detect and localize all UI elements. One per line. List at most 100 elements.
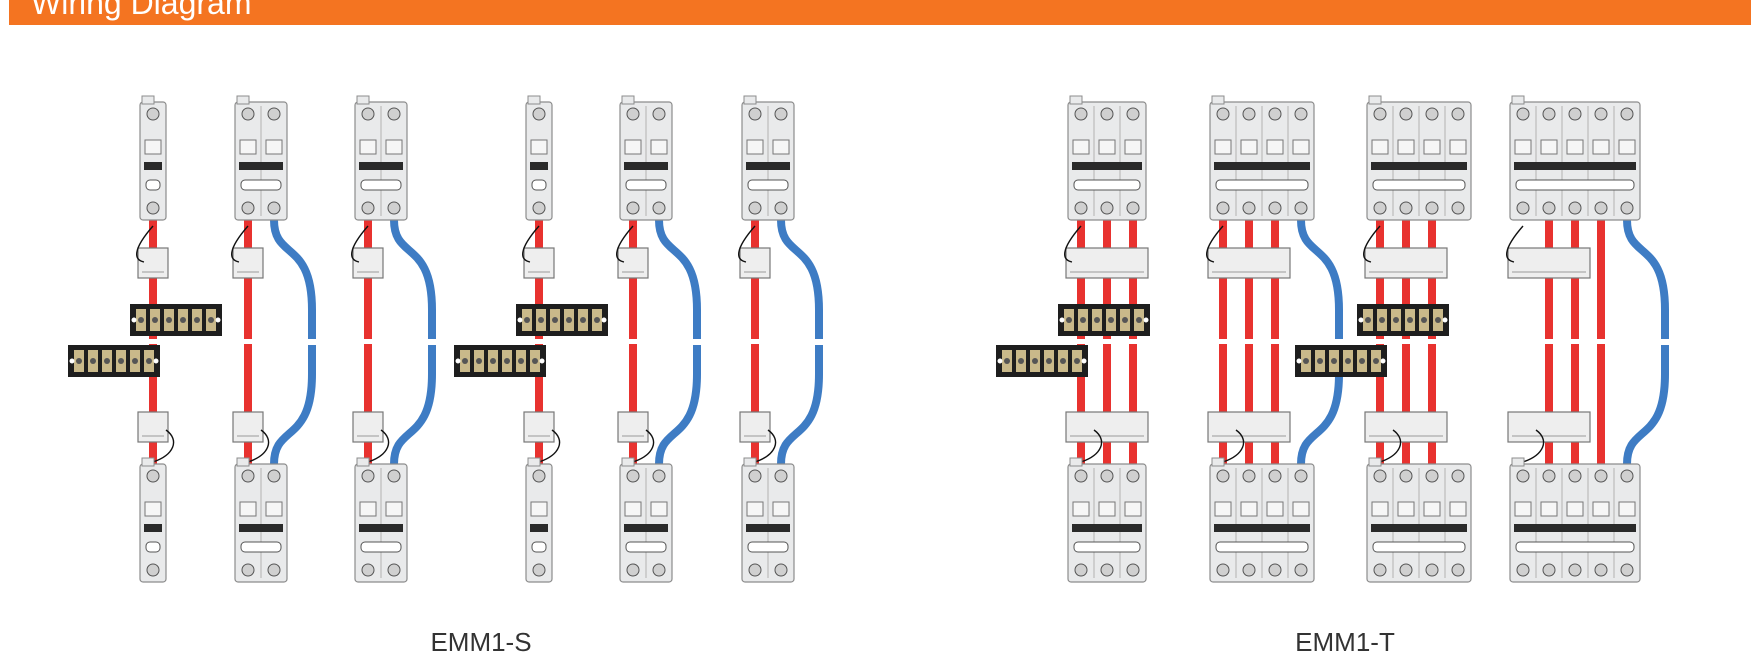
terminal-screw bbox=[267, 201, 281, 215]
pole-window bbox=[1214, 139, 1232, 155]
toggle-bar bbox=[1072, 162, 1142, 170]
breaker bbox=[741, 95, 795, 221]
toggle-bar bbox=[1371, 524, 1467, 532]
terminal-screw bbox=[1399, 469, 1413, 483]
terminal-screw bbox=[1425, 469, 1439, 483]
terminal-screw bbox=[626, 469, 640, 483]
terminal-screw bbox=[146, 358, 152, 364]
busbar-connector bbox=[232, 411, 264, 443]
pole-window bbox=[624, 501, 642, 517]
terminal-screw bbox=[518, 358, 524, 364]
terminal-screw bbox=[626, 107, 640, 121]
mounting-hole bbox=[1380, 358, 1386, 364]
terminal-screw bbox=[1074, 469, 1088, 483]
breaker-clip bbox=[141, 457, 155, 467]
terminal-screw bbox=[532, 563, 546, 577]
breaker-unit bbox=[1295, 95, 1475, 583]
terminal-block bbox=[68, 345, 160, 377]
control-wire bbox=[632, 429, 655, 463]
toggle-bar bbox=[624, 524, 668, 532]
control-wire bbox=[616, 225, 634, 263]
terminal-screw bbox=[1399, 201, 1413, 215]
pole-window bbox=[530, 139, 548, 155]
mounting-hole bbox=[153, 358, 159, 364]
terminal-screw bbox=[1516, 107, 1530, 121]
handle bbox=[625, 541, 667, 553]
breaker-unit bbox=[616, 95, 703, 583]
control-wire bbox=[1080, 429, 1103, 463]
wire-break bbox=[1064, 339, 1150, 344]
terminal-screw bbox=[166, 317, 172, 323]
terminal-screw bbox=[241, 563, 255, 577]
terminal-screw bbox=[1126, 107, 1140, 121]
busbar-connector bbox=[739, 411, 771, 443]
busbar-connector bbox=[232, 247, 264, 279]
terminal-screw bbox=[1004, 358, 1010, 364]
terminal-screw bbox=[1451, 201, 1465, 215]
handle bbox=[360, 541, 402, 553]
control-wire bbox=[1379, 429, 1402, 463]
toggle-bar bbox=[359, 162, 403, 170]
terminal-screw bbox=[1451, 469, 1465, 483]
pole-window bbox=[385, 139, 403, 155]
busbar-connector bbox=[1065, 247, 1149, 279]
breaker-clip bbox=[1368, 95, 1382, 105]
terminal-screw bbox=[1568, 563, 1582, 577]
terminal-screw bbox=[1379, 317, 1385, 323]
mounting-hole bbox=[131, 317, 137, 323]
pole-window bbox=[624, 139, 642, 155]
wire-break bbox=[1363, 339, 1475, 344]
breaker bbox=[619, 95, 673, 221]
terminal-screw bbox=[1373, 563, 1387, 577]
terminal-screw bbox=[104, 358, 110, 364]
toggle-bar bbox=[1371, 162, 1467, 170]
terminal-screw bbox=[1136, 317, 1142, 323]
pole-window bbox=[772, 139, 790, 155]
terminal-screw bbox=[1216, 563, 1230, 577]
pole-window bbox=[1371, 501, 1389, 517]
breaker bbox=[525, 95, 553, 221]
breaker-clip bbox=[1368, 457, 1382, 467]
terminal-screw bbox=[774, 469, 788, 483]
control-wire bbox=[754, 429, 777, 463]
handle bbox=[1215, 179, 1309, 191]
breaker-unit bbox=[231, 95, 318, 583]
terminal-screw bbox=[490, 358, 496, 364]
terminal-screw bbox=[580, 317, 586, 323]
terminal-screw bbox=[1126, 469, 1140, 483]
busbar-connector bbox=[617, 411, 649, 443]
terminal-screw bbox=[1345, 358, 1351, 364]
pole-window bbox=[650, 501, 668, 517]
control-wire bbox=[1064, 225, 1082, 263]
busbar-connector bbox=[137, 247, 169, 279]
mounting-hole bbox=[1081, 358, 1087, 364]
terminal-screw bbox=[774, 201, 788, 215]
breaker-clip bbox=[621, 457, 635, 467]
control-wire bbox=[136, 225, 154, 263]
pole-window bbox=[746, 139, 764, 155]
terminal-screw bbox=[146, 107, 160, 121]
handle bbox=[1215, 541, 1309, 553]
pole-window bbox=[1214, 501, 1232, 517]
toggle-bar bbox=[239, 524, 283, 532]
terminal-block bbox=[130, 304, 222, 336]
breaker bbox=[354, 95, 408, 221]
breaker-clip bbox=[743, 457, 757, 467]
terminal-screw bbox=[1216, 469, 1230, 483]
terminal-screw bbox=[361, 201, 375, 215]
terminal-screw bbox=[76, 358, 82, 364]
control-wire bbox=[247, 429, 270, 463]
terminal-screw bbox=[138, 317, 144, 323]
control-wire bbox=[152, 429, 175, 463]
mounting-hole bbox=[1358, 317, 1364, 323]
wire-break bbox=[813, 339, 825, 345]
terminal-screw bbox=[1074, 563, 1088, 577]
mounting-hole bbox=[1059, 317, 1065, 323]
busbar-connector bbox=[1507, 411, 1591, 443]
pole-window bbox=[144, 501, 162, 517]
breaker-clip bbox=[1511, 95, 1525, 105]
header-bar: Wiring Diagram bbox=[9, 0, 1751, 25]
handle bbox=[360, 179, 402, 191]
mounting-hole bbox=[1442, 317, 1448, 323]
breaker bbox=[741, 457, 795, 583]
